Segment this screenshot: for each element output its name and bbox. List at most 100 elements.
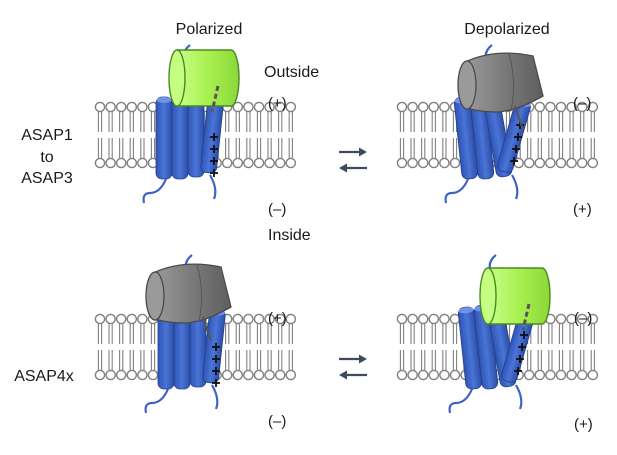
lipid-head — [126, 101, 138, 113]
lipid-head — [523, 157, 535, 169]
helix — [171, 94, 189, 180]
lipid-head — [439, 101, 450, 113]
row-label-line: ASAP4x — [14, 368, 74, 385]
lipid-head — [407, 101, 418, 113]
lipid-head — [534, 369, 546, 381]
lipid-head — [566, 101, 577, 113]
row-label-asap4x: ASAP4x — [12, 366, 76, 388]
lipid-head — [428, 313, 440, 325]
lipid-head — [587, 101, 599, 113]
lipid-head — [115, 157, 127, 169]
charge-r2-left-outside: (+) — [268, 310, 287, 327]
lipid-head — [94, 157, 106, 169]
lipid-head — [221, 157, 233, 169]
lipid-head — [523, 369, 535, 381]
lipid-head — [555, 157, 567, 169]
header-depolarized: Depolarized — [464, 21, 550, 38]
lipid-head — [105, 101, 116, 113]
lipid-head — [243, 369, 254, 381]
fluorescent-sensor-r2-right green-cylinder-icon — [479, 267, 551, 331]
lipid-head — [274, 369, 286, 381]
lipid-head — [137, 369, 148, 381]
lipid-head — [137, 313, 148, 325]
lipid-head — [396, 369, 408, 381]
row-label-asap1-3: ASAP1 to ASAP3 — [18, 125, 76, 190]
lipid-head — [115, 313, 127, 325]
lipid-head — [253, 369, 265, 381]
lipid-head — [576, 369, 588, 381]
lipid-head — [545, 157, 556, 169]
lipid-head — [566, 313, 577, 325]
lipid-head — [439, 313, 450, 325]
charge-r1-right-outside: (–) — [573, 95, 592, 112]
lipid-head — [253, 157, 265, 169]
lipid-head — [555, 101, 567, 113]
charge-r1-left-inside: (–) — [268, 201, 287, 218]
lipid-head — [126, 313, 138, 325]
lipid-head — [94, 313, 106, 325]
lipid-head — [232, 313, 244, 325]
lipid-head — [105, 157, 116, 169]
lipid-head — [126, 369, 138, 381]
lipid-head — [137, 101, 148, 113]
fluorescent-sensor-r1-left green-cylinder-icon — [168, 49, 240, 113]
lipid-head — [285, 369, 297, 381]
lipid-head — [566, 157, 577, 169]
lipid-head — [428, 101, 440, 113]
lipid-head — [587, 313, 599, 325]
lipid-head — [232, 101, 244, 113]
lipid-head — [396, 157, 408, 169]
header-polarized: Polarized — [175, 21, 243, 38]
lipid-head — [243, 313, 254, 325]
row-label-line: ASAP3 — [21, 170, 73, 188]
voltage-sensor-r2-left — [144, 254, 226, 414]
equilibrium-arrows-icon-r1 — [339, 147, 367, 173]
lipid-head — [115, 369, 127, 381]
lipid-head — [407, 369, 418, 381]
lipid-head — [407, 313, 418, 325]
outside-label: Outside — [264, 64, 320, 81]
lipid-head — [274, 313, 286, 325]
lipid-head — [243, 101, 254, 113]
lipid-head — [274, 157, 286, 169]
lipid-head — [137, 157, 148, 169]
lipid-head — [576, 313, 588, 325]
charge-r1-right-inside: (+) — [573, 201, 592, 218]
lipid-head — [555, 313, 567, 325]
lipid-head — [587, 369, 599, 381]
charge-r2-right-inside: (+) — [574, 416, 593, 433]
charge-r1-left-outside: (+) — [268, 95, 287, 112]
lipid-head — [115, 101, 127, 113]
lipid-head — [285, 313, 297, 325]
equilibrium-arrows-icon-r2 — [339, 354, 367, 380]
lipid-head — [105, 369, 116, 381]
lipid-head — [417, 101, 429, 113]
lipid-head — [417, 369, 429, 381]
lipid-head — [221, 369, 233, 381]
lipid-head — [264, 101, 275, 113]
lipid-head — [417, 313, 429, 325]
inside-label: Inside — [268, 227, 311, 244]
lipid-head — [545, 101, 556, 113]
lipid-head — [428, 157, 440, 169]
lipid-head — [428, 369, 440, 381]
lipid-head — [243, 157, 254, 169]
lipid-head — [264, 369, 275, 381]
row-label-line: ASAP1 — [21, 127, 73, 144]
lipid-head — [232, 157, 244, 169]
lipid-head — [449, 369, 461, 381]
lipid-head — [566, 369, 577, 381]
lipid-head — [587, 157, 599, 169]
charge-r2-right-outside: (–) — [574, 310, 593, 327]
lipid-head — [407, 157, 418, 169]
lipid-head — [396, 313, 408, 325]
lipid-head — [147, 369, 159, 381]
lipid-head — [105, 313, 116, 325]
lipid-head — [545, 369, 556, 381]
lipid-head — [126, 157, 138, 169]
lipid-head — [274, 101, 286, 113]
lipid-head — [94, 369, 106, 381]
helix — [155, 96, 173, 180]
lipid-head — [417, 157, 429, 169]
lipid-head — [264, 313, 275, 325]
